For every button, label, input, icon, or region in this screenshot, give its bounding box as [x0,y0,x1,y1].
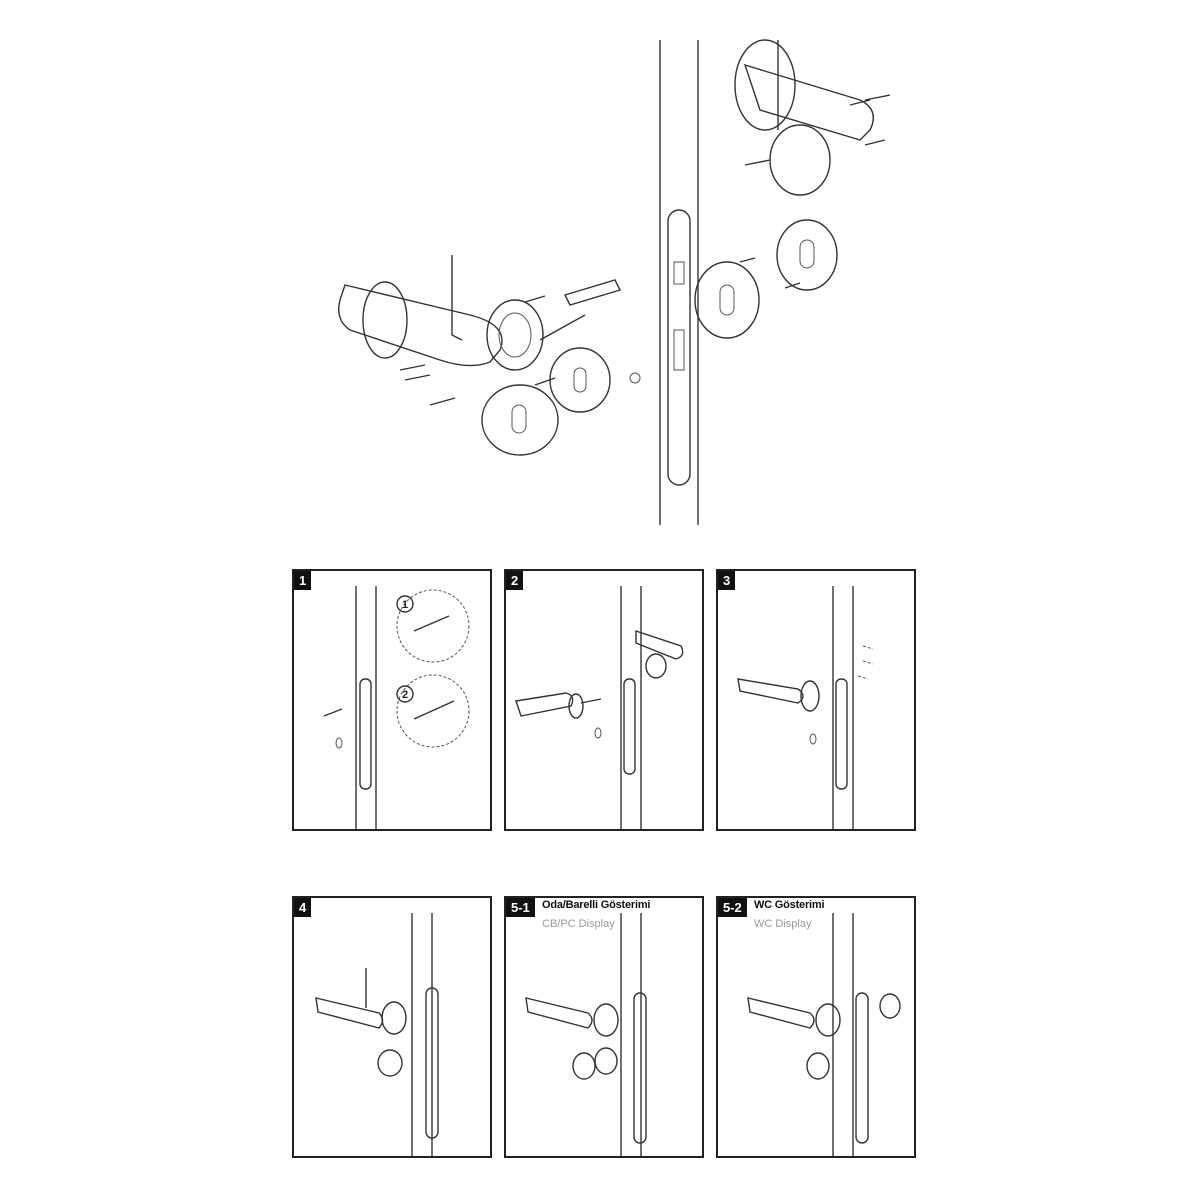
step-title: Oda/Barelli Gösterimi [542,899,651,911]
step-subtitle: WC Display [754,918,812,930]
step-5-2-illustration [747,913,901,1156]
escutcheon-rosettes-left [481,347,641,456]
door-edge [659,40,699,525]
spindle [564,279,621,306]
left-lever-handle [338,255,544,371]
step-badge: 2 [506,571,524,590]
step-3-panel: 3 [716,569,916,831]
step-badge: 5-1 [506,898,535,917]
step-title: WC Gösterimi [754,899,825,911]
step-badge: 3 [718,571,736,590]
screws-left [399,295,586,406]
exploded-assembly-diagram [338,39,891,525]
step-2-illustration [515,586,684,829]
step-5-2-panel: 5-2 WC Gösterimi WC Display [716,896,916,1158]
step-5-1-illustration [525,913,647,1156]
step-4-illustration [315,913,439,1156]
step-5-1-panel: 5-1 Oda/Barelli Gösterimi CB/PC Display [504,896,704,1158]
callout-1: 1 [402,599,408,611]
step-badge: 5-2 [718,898,747,917]
step-1-panel: 1 2 1 [292,569,492,831]
step-2-panel: 2 [504,569,704,831]
step-badge: 1 [294,571,312,590]
step-4-panel: 4 [292,896,492,1158]
callout-2: 2 [402,689,408,701]
step-badge: 4 [294,898,312,917]
mortise-lock [667,209,691,486]
step-1-illustration: 1 2 [323,586,470,829]
step-subtitle: CB/PC Display [542,918,615,930]
escutcheon-rosettes-right [694,219,838,339]
step-3-illustration [737,586,874,829]
right-lever-handle [734,39,891,196]
